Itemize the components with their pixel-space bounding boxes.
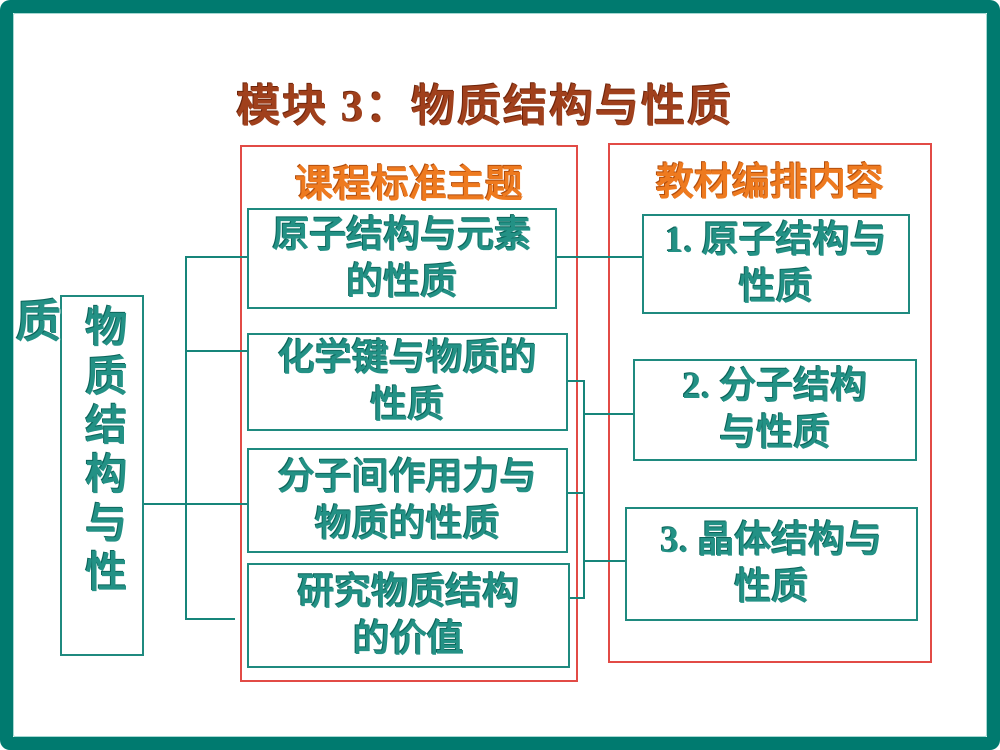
matter-structure-vertical-box: 物质结构与性 — [60, 295, 144, 656]
textbook-box-2-line1: 2. 分子结构 — [682, 366, 868, 407]
standards-box-4: 研究物质结构 的价值 — [247, 563, 570, 668]
connector-left-bus-vertical — [185, 256, 187, 620]
textbook-box-1-line1: 1. 原子结构与 — [665, 220, 887, 261]
standards-box-3-line1: 分子间作用力与 — [278, 456, 537, 498]
connector-bus-to-item3 — [584, 560, 626, 562]
connector-bus-to-item2 — [584, 413, 634, 415]
textbook-box-2-line2: 与性质 — [719, 413, 831, 454]
textbook-box-2: 2. 分子结构 与性质 — [633, 359, 917, 461]
connector-left-to-box2 — [185, 350, 248, 352]
connector-left-to-box4-stub — [185, 618, 235, 620]
vertical-label-overflow-char: 质 — [16, 297, 62, 347]
standards-box-1: 原子结构与元素 的性质 — [247, 208, 557, 309]
textbook-box-1: 1. 原子结构与 性质 — [642, 214, 910, 314]
connector-box2-to-bus — [568, 380, 585, 382]
textbook-panel-header: 教材编排内容 — [655, 162, 884, 204]
connector-box3-to-bus — [568, 492, 585, 494]
connector-box1-to-item1 — [557, 256, 643, 258]
connector-right-bus-vertical — [583, 380, 585, 599]
connector-left-to-box1 — [185, 256, 248, 258]
standards-box-1-line1: 原子结构与元素 — [272, 214, 532, 256]
textbook-panel: 教材编排内容 — [608, 143, 932, 663]
standards-box-2-line2: 性质 — [370, 385, 445, 426]
textbook-box-3: 3. 晶体结构与 性质 — [625, 507, 918, 621]
standards-box-2-line1: 化学键与物质的 — [278, 338, 537, 379]
textbook-box-3-line1: 3. 晶体结构与 — [660, 520, 883, 561]
standards-box-4-line2: 的价值 — [353, 618, 464, 660]
standards-panel-header: 课程标准主题 — [294, 164, 523, 206]
standards-box-2: 化学键与物质的 性质 — [247, 333, 568, 431]
slide-title: 模块 3：物质结构与性质 — [236, 82, 734, 131]
connector-leftbox-to-box3 — [143, 503, 248, 505]
standards-box-3: 分子间作用力与 物质的性质 — [247, 448, 568, 553]
standards-box-1-line2: 的性质 — [346, 261, 458, 303]
standards-panel: 课程标准主题 — [240, 145, 578, 682]
standards-box-4-line1: 研究物质结构 — [297, 571, 520, 613]
textbook-box-3-line2: 性质 — [734, 567, 809, 608]
standards-box-3-line2: 物质的性质 — [315, 503, 500, 545]
textbook-box-1-line2: 性质 — [739, 267, 813, 308]
vertical-label-text: 物质结构与性 — [79, 305, 125, 599]
connector-box4-to-bus — [570, 597, 585, 599]
